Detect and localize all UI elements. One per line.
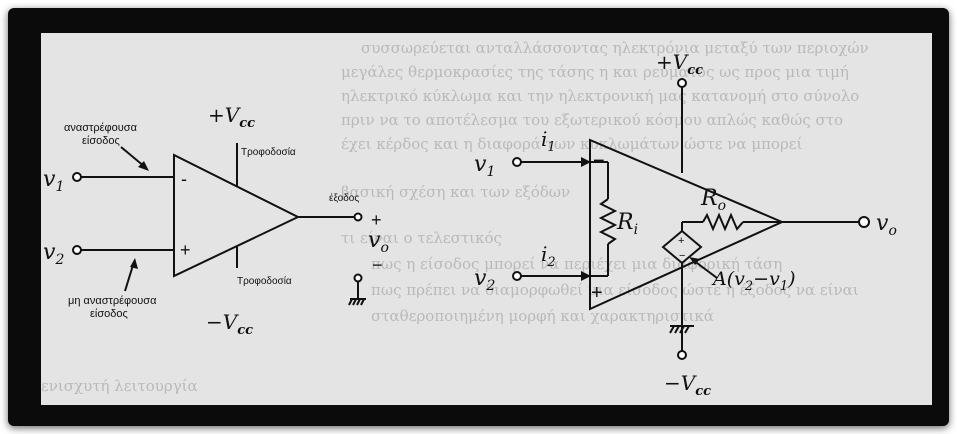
book-page: συσσωρεύεται ανταλλάσσοντας ηλεκτρόνια μ… (41, 33, 932, 405)
background-text: συσσωρεύεται ανταλλάσσοντας ηλεκτρόνια μ… (41, 39, 869, 395)
bg-line: βασική σχέση και των εξόδων (341, 183, 570, 201)
gain-pointer-arrowhead (689, 257, 700, 265)
ri-label: Ri (616, 210, 638, 238)
ro-resistor-icon (702, 212, 744, 232)
left-supply-top-label: Τροφοδοσία (241, 146, 296, 158)
noninverting-input-label: μη αναστρέφουσα (68, 295, 157, 307)
right-v2-terminal (512, 271, 522, 281)
inverting-input-label: αναστρέφουσα (64, 122, 138, 134)
left-vcc-neg: −Vcc (206, 310, 253, 338)
right-v2-label: v2 (474, 266, 495, 294)
right-vcc-pos-terminal (677, 78, 687, 88)
bg-line: πριν να το αποτέλεσμα του εξωτερικού κόσ… (341, 111, 843, 129)
right-opamp: +Vcc −Vcc v1 i1 v2 i2 − (474, 50, 897, 399)
dependent-source-icon (661, 229, 703, 265)
right-ground-icon (669, 325, 694, 334)
left-minus-sign: - (181, 169, 187, 189)
left-v2-terminal (72, 245, 82, 255)
left-opamp: v1 v2 - + αναστρέφουσα είσοδος μη αναστρ… (43, 103, 389, 338)
right-vo-label: vo (876, 211, 897, 239)
bg-line: τι είναι ο τελεστικός (341, 229, 502, 247)
gain-expression: A(v2−v1) (711, 268, 796, 294)
inverting-arrowhead (138, 161, 149, 171)
bg-line: πως πρέπει να διαμορφωθεί μια είσοδος ώσ… (371, 281, 859, 299)
left-v1-label: v1 (43, 167, 64, 195)
right-v1-terminal (512, 157, 522, 167)
inverting-arrow (120, 146, 146, 168)
dependent-source-minus: − (679, 250, 685, 262)
right-opamp-triangle (589, 138, 785, 311)
right-i2-arrow (581, 271, 591, 281)
right-v1-label: v1 (474, 152, 495, 180)
left-ground-terminal (353, 273, 363, 283)
gain-pointer-arrow (692, 259, 718, 279)
bg-line: ενισχυτή λειτουργία (41, 377, 198, 395)
right-vcc-pos: +Vcc (656, 50, 703, 78)
left-v1-terminal (72, 172, 82, 182)
right-i1-arrow (581, 157, 591, 167)
right-minus-sign: − (593, 150, 605, 172)
bg-line: συσσωρεύεται ανταλλάσσοντας ηλεκτρόνια μ… (361, 39, 869, 57)
right-vcc-neg: −Vcc (664, 371, 711, 399)
right-vcc-neg-terminal (677, 350, 687, 360)
opamp-diagram: συσσωρεύεται ανταλλάσσοντας ηλεκτρόνια μ… (41, 39, 897, 399)
noninverting-arrowhead (130, 258, 138, 269)
left-output-plus: + (371, 210, 382, 230)
photo-border: συσσωρεύεται ανταλλάσσοντας ηλεκτρόνια μ… (8, 8, 949, 426)
left-vo-label: vo (368, 228, 389, 256)
left-ground-icon (348, 298, 366, 306)
bg-line: ηλεκτρικό κύκλωμα και την ηλεκτρονική μα… (341, 87, 859, 105)
dependent-source-plus: + (678, 235, 684, 247)
right-output-terminal (858, 216, 870, 228)
bg-line: σταθεροποιημένη μορφή και χαρακτηριστικά (371, 307, 714, 325)
right-i2-label: i2 (541, 242, 556, 270)
right-i1-label: i1 (541, 127, 556, 155)
left-output-label: έξοδος (329, 192, 359, 204)
left-output-minus: − (372, 255, 383, 275)
left-v2-label: v2 (43, 240, 64, 268)
bg-line: μεγάλες θερμοκρασίες της τάσης η και ρεύ… (341, 63, 849, 81)
noninverting-input-label: είσοδος (90, 308, 128, 320)
left-output-terminal (353, 212, 363, 222)
ri-resistor-icon (598, 198, 618, 245)
ro-label: Ro (700, 186, 726, 214)
left-supply-bottom-label: Τροφοδοσία (237, 275, 292, 287)
inverting-input-label: είσοδος (82, 135, 120, 147)
left-plus-sign: + (180, 240, 191, 260)
left-vcc-pos: +Vcc (208, 103, 255, 131)
bg-line: έχει κέρδος και η διαφορά των κυκλωμάτων… (341, 135, 803, 153)
right-plus-sign: + (591, 282, 603, 304)
